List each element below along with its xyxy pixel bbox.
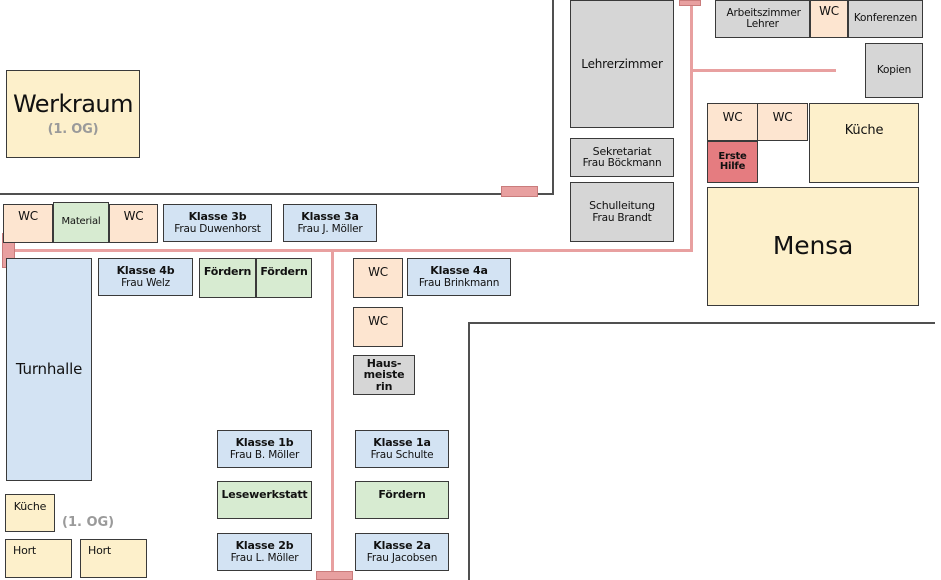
room-name: Küche [13, 500, 47, 513]
room-name: Klasse 4b [116, 264, 175, 278]
floor-note: (1. OG) [62, 515, 115, 530]
room-wc[interactable]: WC [3, 204, 53, 243]
room-name: Hort [13, 544, 37, 557]
room-hausmeisterin[interactable]: Haus-meisterin [353, 355, 415, 395]
room-werkraum[interactable]: Werkraum (1. OG) [6, 70, 140, 158]
wall [468, 322, 470, 580]
room-name: Klasse 2a [373, 539, 431, 553]
room-name: WC [819, 4, 839, 18]
room-klasse-2b[interactable]: Klasse 2b Frau L. Möller [217, 533, 312, 571]
room-lesewerkstatt[interactable]: Lesewerkstatt [217, 481, 312, 519]
room-wc[interactable]: WC [757, 103, 808, 141]
room-name: Klasse 3b [188, 210, 247, 224]
room-name: Arbeitszimmer Lehrer [726, 6, 801, 30]
wall [552, 0, 554, 195]
room-erste-hilfe[interactable]: Erste Hilfe [707, 141, 758, 183]
teacher-name: Frau J. Möller [297, 222, 363, 235]
room-name: Hort [88, 544, 112, 557]
teacher-name: Frau B. Möller [229, 448, 300, 461]
room-foerdern[interactable]: Fördern [256, 258, 312, 298]
corridor-path [331, 249, 334, 580]
entrance-door [679, 0, 701, 6]
room-konferenzen[interactable]: Konferenzen [848, 0, 923, 38]
room-klasse-4a[interactable]: Klasse 4a Frau Brinkmann [407, 258, 511, 296]
room-foerdern[interactable]: Fördern [355, 481, 449, 519]
room-name: Klasse 1b [235, 436, 294, 450]
corridor-path [9, 249, 693, 252]
room-turnhalle[interactable]: Turnhalle [6, 258, 92, 481]
room-name: WC [123, 209, 144, 223]
room-name: WC [368, 265, 388, 279]
room-name: Fördern [260, 265, 308, 278]
room-name: Erste Hilfe [718, 150, 747, 172]
teacher-name: Frau Brinkmann [418, 276, 500, 289]
room-name: Fördern [378, 488, 426, 501]
room-wc[interactable]: WC [353, 258, 403, 298]
room-name: WC [722, 110, 743, 124]
room-name: Turnhalle [15, 359, 83, 378]
teacher-name: Frau Jacobsen [366, 551, 438, 564]
entrance-door [316, 571, 353, 580]
teacher-name: Frau Welz [121, 276, 170, 289]
room-klasse-3b[interactable]: Klasse 3b Frau Duwenhorst [163, 204, 272, 242]
room-klasse-1b[interactable]: Klasse 1b Frau B. Möller [217, 430, 312, 468]
corridor-path [690, 0, 693, 252]
room-foerdern[interactable]: Fördern [199, 258, 256, 298]
room-name: WC [772, 110, 793, 124]
room-sekretariat[interactable]: Sekretariat Frau Böckmann [570, 138, 674, 177]
room-name: Küche [844, 123, 884, 139]
room-hort[interactable]: Hort [5, 539, 72, 578]
room-name: Schulleitung [589, 199, 655, 213]
room-name: Fördern [203, 265, 252, 278]
room-name: Konferenzen [853, 12, 918, 25]
room-name: Mensa [772, 231, 854, 261]
entrance-door [501, 186, 538, 197]
room-name: WC [18, 209, 38, 223]
room-name: Haus-meisterin [363, 356, 405, 393]
teacher-name: Frau Brandt [592, 211, 652, 224]
room-name: Material [61, 216, 101, 228]
room-name: Sekretariat [592, 144, 652, 158]
room-kueche[interactable]: Küche [5, 494, 55, 532]
room-kueche[interactable]: Küche [809, 103, 919, 183]
room-klasse-2a[interactable]: Klasse 2a Frau Jacobsen [355, 533, 449, 571]
room-wc[interactable]: WC [707, 103, 758, 141]
room-lehrerzimmer[interactable]: Lehrerzimmer [570, 0, 674, 128]
room-kopien[interactable]: Kopien [865, 43, 923, 98]
room-name: Klasse 3a [301, 210, 359, 224]
floor-note: (1. OG) [47, 121, 99, 137]
room-name: Werkraum [12, 89, 134, 118]
wall [0, 193, 554, 195]
teacher-name: Frau Schulte [370, 448, 434, 461]
room-name: Lehrerzimmer [581, 56, 663, 71]
room-name: Klasse 1a [373, 436, 431, 450]
room-klasse-1a[interactable]: Klasse 1a Frau Schulte [355, 430, 449, 468]
room-wc[interactable]: WC [810, 0, 848, 38]
teacher-name: Frau Böckmann [582, 157, 662, 170]
teacher-name: Frau Duwenhorst [174, 222, 261, 235]
room-klasse-3a[interactable]: Klasse 3a Frau J. Möller [283, 204, 377, 242]
teacher-name: Frau L. Möller [230, 551, 299, 564]
room-wc[interactable]: WC [109, 204, 158, 243]
room-arbeitszimmer[interactable]: Arbeitszimmer Lehrer [715, 0, 810, 38]
room-name: Klasse 2b [235, 539, 294, 553]
corridor-path [690, 69, 836, 72]
room-wc[interactable]: WC [353, 307, 403, 347]
room-hort[interactable]: Hort [80, 539, 147, 578]
room-name: WC [368, 314, 388, 328]
room-schulleitung[interactable]: Schulleitung Frau Brandt [570, 182, 674, 242]
room-name: Kopien [876, 63, 912, 76]
room-mensa[interactable]: Mensa [707, 187, 919, 306]
room-name: Klasse 4a [430, 264, 488, 278]
wall [468, 322, 935, 324]
room-name: Lesewerkstatt [221, 488, 308, 501]
room-material[interactable]: Material [53, 202, 109, 243]
room-klasse-4b[interactable]: Klasse 4b Frau Welz [98, 258, 193, 296]
